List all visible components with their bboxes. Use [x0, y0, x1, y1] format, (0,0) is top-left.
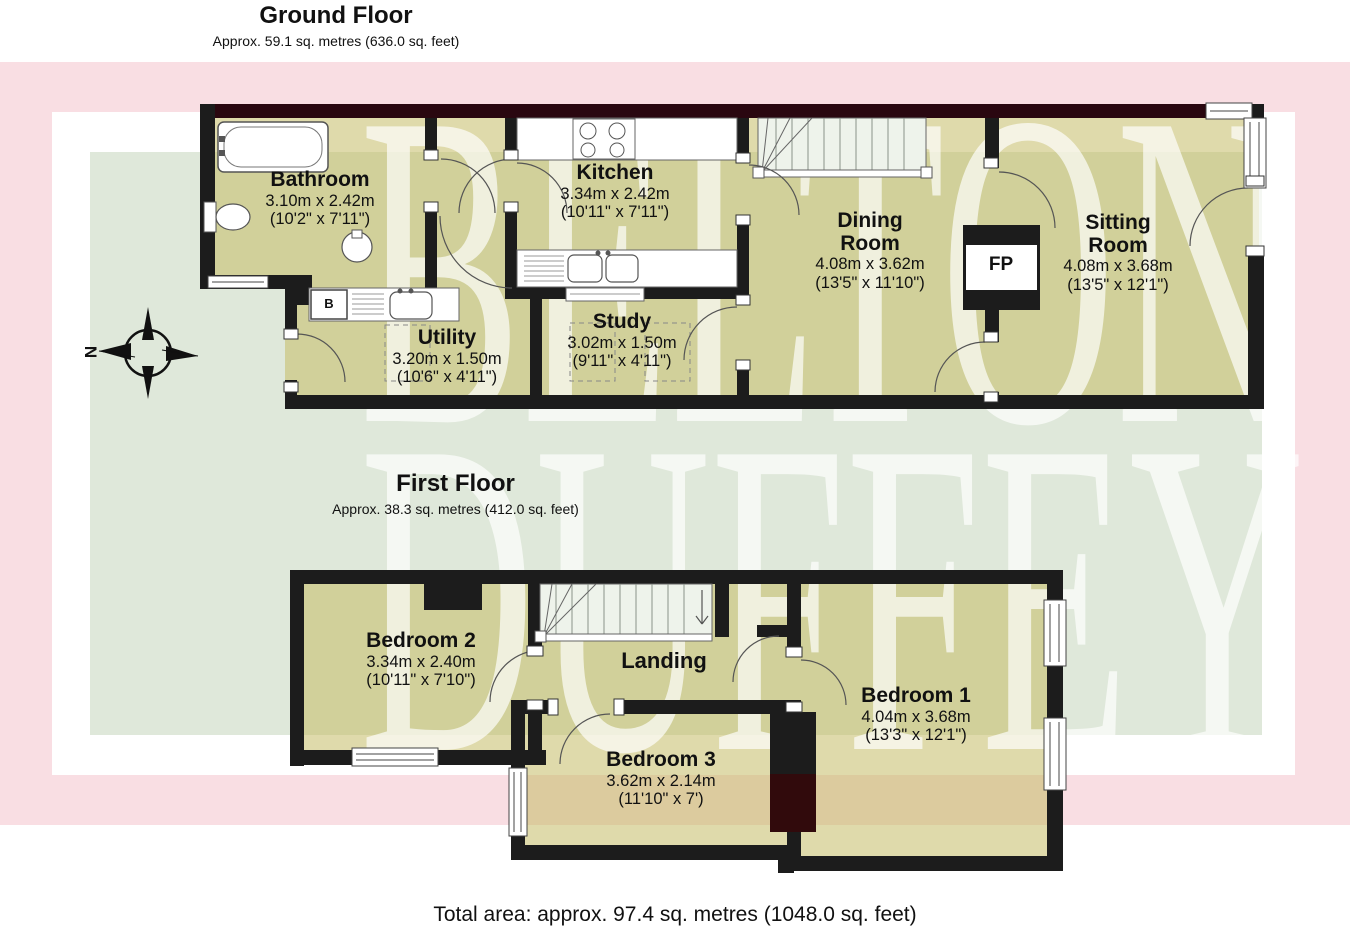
room-dims-imperial: (13'3" x 12'1") [865, 726, 967, 745]
room-label-sitting-room: Sitting Room 4.08m x 3.68m (13'5" x 12'1… [1048, 211, 1188, 294]
boiler-label: B [324, 296, 334, 311]
room-label-utility: Utility 3.20m x 1.50m (10'6" x 4'11") [342, 326, 552, 387]
room-dims-metric: 3.34m x 2.40m [366, 652, 476, 671]
first-floor-windows [351, 599, 1067, 837]
room-name: Study [592, 310, 652, 333]
room-dims-imperial: (10'11" x 7'10") [366, 671, 476, 690]
room-name: Kitchen [576, 161, 654, 184]
room-dims-imperial: (10'2" x 7'11") [269, 210, 371, 229]
fireplace [963, 225, 1040, 310]
first-floor-footprint [304, 584, 1047, 856]
room-label-bedroom-3: Bedroom 3 3.62m x 2.14m (11'10" x 7') [556, 748, 766, 809]
room-dims-imperial: (13'5" x 12'1") [1067, 275, 1169, 294]
first-floor-title: First Floor [396, 470, 515, 497]
room-dims-metric: 4.04m x 3.68m [861, 707, 971, 726]
room-name: Bathroom [270, 168, 370, 191]
room-dims-metric: 3.62m x 2.14m [606, 771, 716, 790]
room-dims-metric: 3.02m x 1.50m [567, 333, 677, 352]
room-label-study: Study 3.02m x 1.50m (9'11" x 4'11") [517, 310, 727, 371]
ground-floor-windows [207, 102, 1267, 289]
first-floor-header: First Floor Approx. 38.3 sq. metres (412… [253, 470, 658, 517]
room-name: Utility [417, 326, 477, 349]
room-name: Landing [621, 648, 707, 673]
room-name: Bedroom 2 [366, 629, 476, 652]
ground-floor-stairs [752, 117, 933, 179]
ground-floor-title: Ground Floor [259, 2, 413, 29]
first-floor-stairs [534, 583, 713, 643]
room-label-bedroom-1: Bedroom 1 4.04m x 3.68m (13'3" x 12'1") [811, 684, 1021, 745]
compass-icon: N [81, 307, 199, 399]
room-dims-metric: 3.34m x 2.42m [560, 184, 670, 203]
room-label-kitchen: Kitchen 3.34m x 2.42m (10'11" x 7'11") [510, 161, 720, 222]
room-name: Bedroom 3 [606, 748, 716, 771]
room-dims-metric: 4.08m x 3.62m [815, 255, 925, 274]
first-floor-subtitle: Approx. 38.3 sq. metres (412.0 sq. feet) [332, 500, 579, 517]
room-name: Bedroom 1 [861, 684, 971, 707]
room-dims-imperial: (9'11" x 4'11") [572, 352, 672, 371]
room-dims-metric: 3.20m x 1.50m [392, 349, 502, 368]
bathroom-fixtures [203, 121, 373, 263]
room-dims-metric: 3.10m x 2.42m [265, 191, 375, 210]
room-label-bedroom-2: Bedroom 2 3.34m x 2.40m (10'11" x 7'10") [316, 629, 526, 690]
room-name: Sitting Room [1085, 211, 1151, 257]
room-label-landing: Landing [564, 649, 764, 673]
room-label-dining-room: Dining Room 4.08m x 3.62m (13'5" x 11'10… [800, 209, 940, 292]
ground-floor-header: Ground Floor Approx. 59.1 sq. metres (63… [136, 2, 536, 49]
utility-fixtures [308, 287, 460, 322]
reduced-headroom-dashes [384, 322, 691, 382]
room-dims-imperial: (11'10" x 7') [618, 790, 704, 809]
room-dims-metric: 4.08m x 3.68m [1063, 257, 1173, 276]
ground-floor-subtitle: Approx. 59.1 sq. metres (636.0 sq. feet) [212, 32, 460, 49]
ground-floor-doors [296, 158, 1249, 393]
room-dims-imperial: (13'5" x 11'10") [815, 273, 925, 292]
compass-north-label: N [81, 346, 100, 358]
room-dims-imperial: (10'6" x 4'11") [396, 368, 498, 387]
kitchen-fixtures [516, 117, 738, 302]
door-jambs [283, 149, 1265, 716]
fireplace-label: FP [988, 254, 1014, 275]
total-area-text: Total area: approx. 97.4 sq. metres (104… [433, 903, 917, 926]
room-name: Dining Room [837, 209, 903, 255]
first-floor-doors [489, 635, 847, 765]
room-dims-imperial: (10'11" x 7'11") [560, 203, 670, 222]
room-label-bathroom: Bathroom 3.10m x 2.42m (10'2" x 7'11") [215, 168, 425, 229]
